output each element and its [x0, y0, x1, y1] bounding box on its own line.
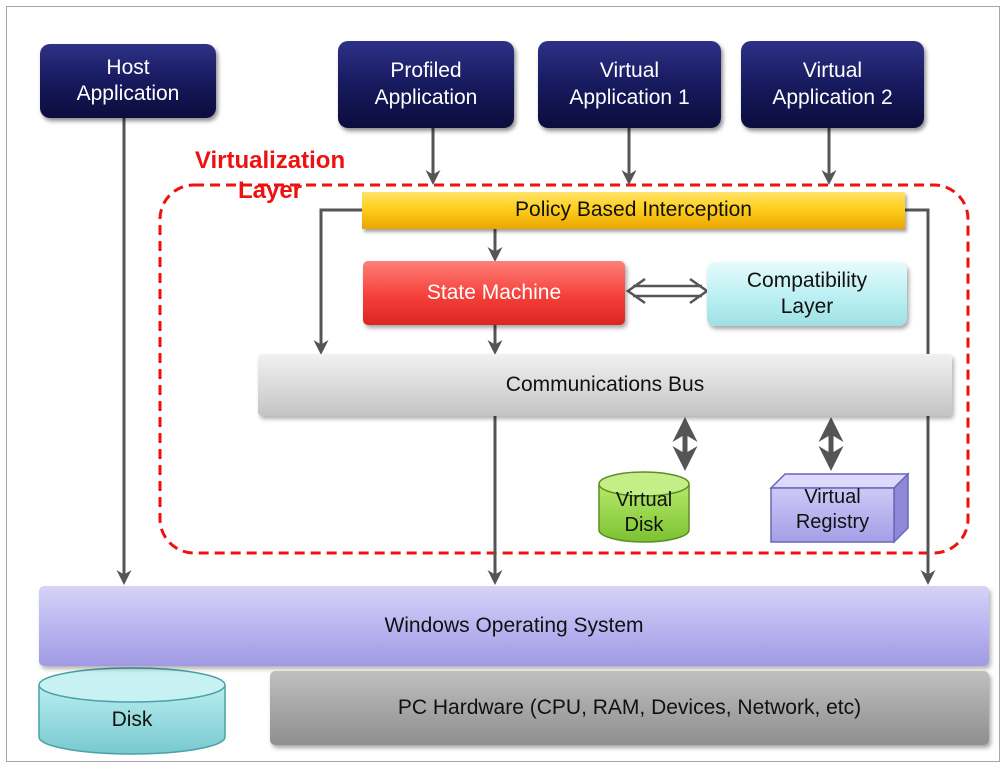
- disk-text: Disk: [39, 690, 225, 750]
- windows-os-label: Windows Operating System: [384, 613, 644, 637]
- virtual-disk-text: Virtual Disk: [599, 484, 689, 542]
- compatibility-layer-box: Compatibility Layer: [707, 262, 907, 326]
- policy-right-to-os-arrow: [905, 208, 936, 585]
- communications-bus-bar: Communications Bus: [258, 354, 952, 416]
- virtual-application-2-box: Virtual Application 2: [741, 41, 924, 128]
- profiled-application-label: Profiled Application: [374, 59, 478, 109]
- virtual-registry-label: Virtual Registry: [795, 486, 870, 533]
- virtualization-layer-title: Virtualization Layer: [194, 147, 346, 204]
- virtual-disk-label: Virtual Disk: [615, 489, 673, 536]
- state-machine-box: State Machine: [363, 261, 625, 325]
- policy-left-to-bus-arrow: [313, 208, 362, 355]
- disk-label: Disk: [111, 707, 153, 731]
- pc-hardware-label: PC Hardware (CPU, RAM, Devices, Network,…: [397, 695, 862, 719]
- communications-bus-label: Communications Bus: [505, 372, 705, 396]
- virtual-application-2-label: Virtual Application 2: [772, 59, 893, 109]
- pc-hardware-bar: PC Hardware (CPU, RAM, Devices, Network,…: [270, 671, 989, 745]
- compatibility-layer-label: Compatibility Layer: [746, 268, 868, 318]
- host-application-box: Host Application: [40, 44, 216, 118]
- virtual-registry-text: Virtual Registry: [771, 478, 894, 542]
- disk-cylinder: [38, 667, 226, 755]
- policy-based-interception-label: Policy Based Interception: [515, 198, 752, 222]
- profiled-application-box: Profiled Application: [338, 41, 514, 128]
- virtualization-layer-border-rect: [158, 183, 970, 555]
- virtual-application-1-label: Virtual Application 1: [569, 59, 690, 109]
- windows-os-bar: Windows Operating System: [39, 586, 989, 666]
- state-compat-double-arrow: [625, 277, 710, 305]
- host-application-label: Host Application: [76, 55, 180, 105]
- connectors: [116, 118, 936, 585]
- state-machine-label: State Machine: [426, 280, 562, 304]
- virtual-registry-cube: [769, 472, 910, 544]
- virtual-application-1-box: Virtual Application 1: [538, 41, 721, 128]
- policy-based-interception-bar: Policy Based Interception: [362, 192, 905, 229]
- virtual-disk-cylinder: [598, 471, 690, 543]
